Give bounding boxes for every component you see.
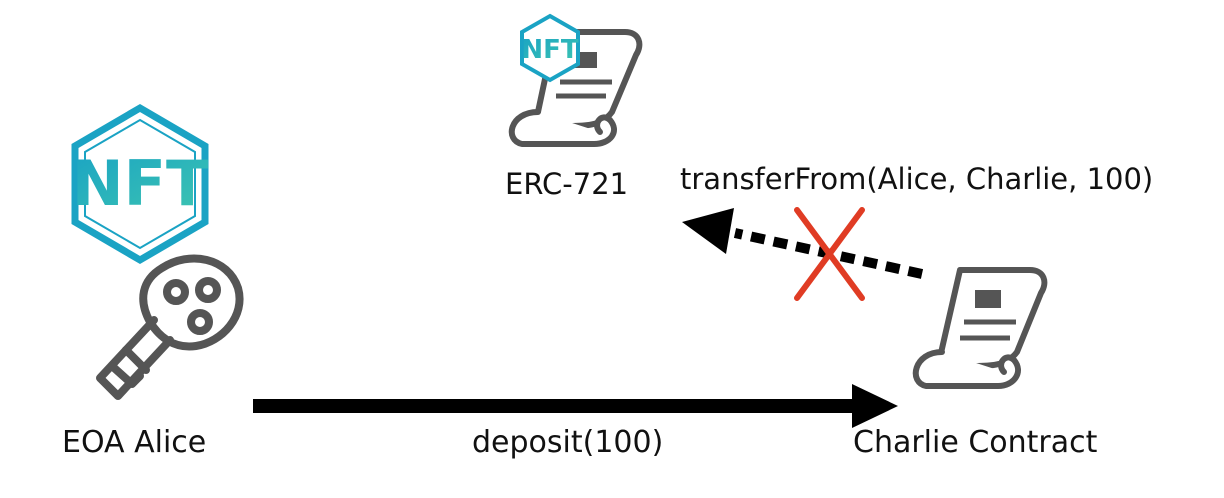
nft-hexagon-icon: NFT — [71, 103, 209, 265]
erc721-label: ERC-721 — [505, 167, 629, 201]
nft-small-hexagon-icon: NFT — [520, 13, 580, 83]
deposit-label: deposit(100) — [472, 425, 664, 460]
red-x-icon — [794, 207, 865, 301]
key-icon — [96, 254, 244, 400]
nft-badge-text: NFT — [72, 147, 209, 220]
charlie-contract-label: Charlie Contract — [853, 425, 1098, 460]
charlie-contract-document-icon — [912, 267, 1048, 389]
deposit-arrow — [253, 384, 898, 428]
nft-small-badge-text: NFT — [521, 35, 579, 65]
eoa-alice-label: EOA Alice — [62, 425, 207, 460]
transfer-from-label: transferFrom(Alice, Charlie, 100) — [680, 162, 1154, 196]
